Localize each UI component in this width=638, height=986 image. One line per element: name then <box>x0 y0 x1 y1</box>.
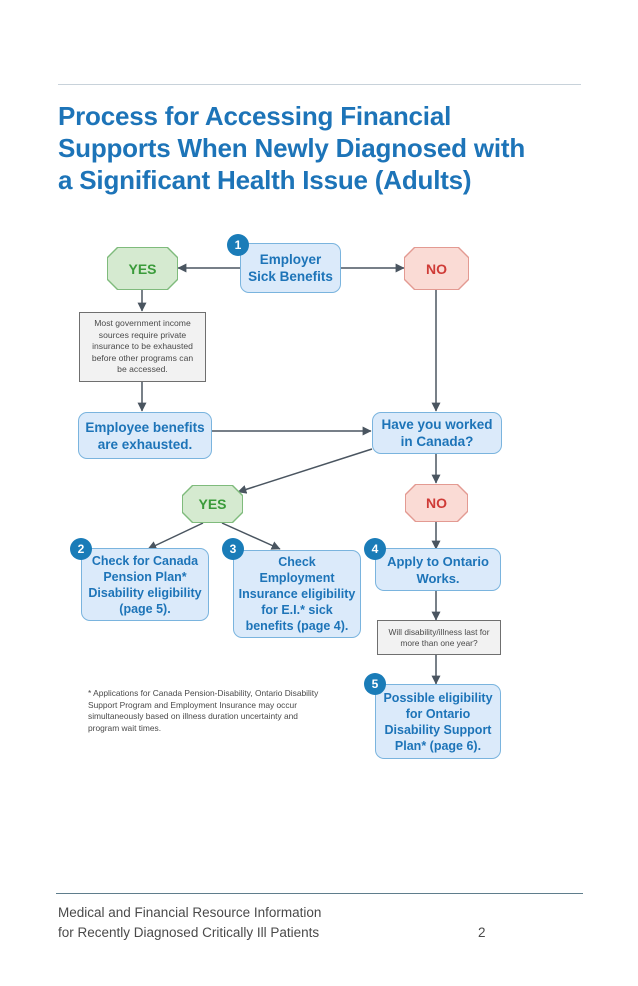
decision-no-mid[interactable]: NO <box>406 485 467 521</box>
note-private-insurance-label: Most government income sources require p… <box>91 318 194 375</box>
node-odsp[interactable]: Possible eligibility for Ontario Disabil… <box>375 684 501 759</box>
decision-yes-mid-label: YES <box>198 496 227 512</box>
footer-line-2: for Recently Diagnosed Critically Ill Pa… <box>58 925 320 940</box>
page-title-line-2: Supports When Newly Diagnosed with <box>58 133 526 163</box>
node-employment-insurance-label: Check Employment Insurance eligibility f… <box>238 555 356 633</box>
node-odsp-label: Possible eligibility for Ontario Disabil… <box>383 690 493 753</box>
node-employee-benefits-exhausted-label: Employee benefits are exhausted. <box>85 419 205 452</box>
node-worked-in-canada-label: Have you worked in Canada? <box>381 417 493 449</box>
note-one-year-question-label: Will disability/illness last for more th… <box>388 626 490 648</box>
flowchart-footnote-text: * Applications for Canada Pension-Disabi… <box>88 688 319 733</box>
decision-no-top-label: NO <box>426 260 447 277</box>
node-employment-insurance[interactable]: Check Employment Insurance eligibility f… <box>233 550 361 638</box>
step-badge-2: 2 <box>70 538 92 560</box>
step-badge-5-label: 5 <box>371 677 379 691</box>
step-badge-4-label: 4 <box>371 542 379 556</box>
step-badge-1-label: 1 <box>234 238 242 252</box>
page-footer: Medical and Financial Resource Informati… <box>58 903 588 943</box>
node-employee-benefits-exhausted[interactable]: Employee benefits are exhausted. <box>78 412 212 459</box>
step-badge-2-label: 2 <box>77 542 85 556</box>
decision-yes-top[interactable]: YES <box>108 248 177 289</box>
node-employer-sick-benefits[interactable]: Employer Sick Benefits <box>240 243 341 293</box>
node-cpp-disability-label: Check for Canada Pension Plan* Disabilit… <box>88 553 202 616</box>
header-divider <box>58 84 581 85</box>
decision-no-top[interactable]: NO <box>405 248 468 289</box>
node-employer-sick-benefits-label: Employer Sick Benefits <box>248 252 333 284</box>
node-ontario-works-label: Apply to Ontario Works. <box>387 553 489 586</box>
step-badge-1: 1 <box>227 234 249 256</box>
note-one-year-question: Will disability/illness last for more th… <box>377 620 501 655</box>
node-ontario-works[interactable]: Apply to Ontario Works. <box>375 548 501 591</box>
decision-no-mid-label: NO <box>426 495 447 511</box>
decision-yes-mid[interactable]: YES <box>183 486 242 522</box>
node-worked-in-canada[interactable]: Have you worked in Canada? <box>372 412 502 454</box>
step-badge-3-label: 3 <box>229 542 237 556</box>
step-badge-4: 4 <box>364 538 386 560</box>
note-private-insurance: Most government income sources require p… <box>79 312 206 382</box>
page-title-line-1: Process for Accessing Financial <box>58 101 452 131</box>
decision-yes-top-label: YES <box>128 260 157 277</box>
footer-divider <box>56 893 583 894</box>
footer-line-1: Medical and Financial Resource Informati… <box>58 905 322 920</box>
flowchart-footnote: * Applications for Canada Pension-Disabi… <box>88 688 328 734</box>
node-cpp-disability[interactable]: Check for Canada Pension Plan* Disabilit… <box>81 548 209 621</box>
step-badge-3: 3 <box>222 538 244 560</box>
page-title: Process for Accessing Financial Supports… <box>58 100 598 196</box>
step-badge-5: 5 <box>364 673 386 695</box>
page-title-line-3: a Significant Health Issue (Adults) <box>58 165 472 195</box>
page-number: 2 <box>478 925 486 940</box>
